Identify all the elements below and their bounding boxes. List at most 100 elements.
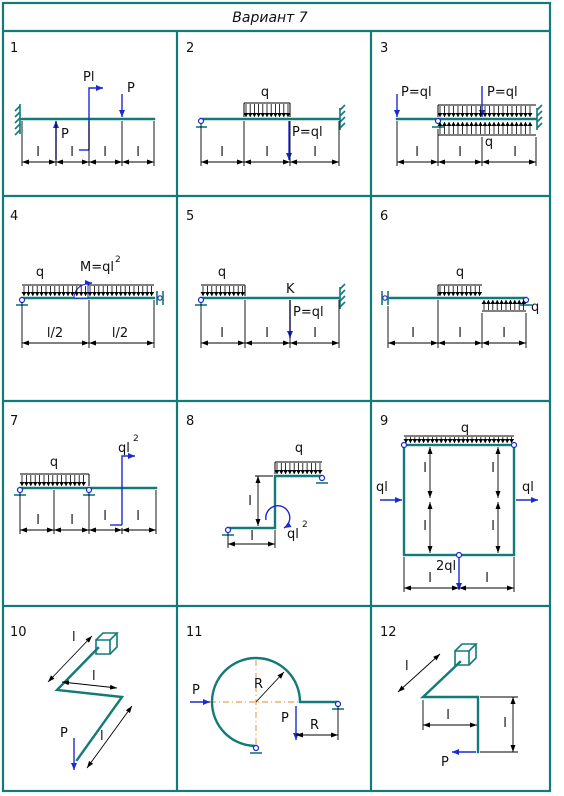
cell-number-10: 10 (10, 625, 27, 640)
cell-number-3: 3 (380, 41, 388, 56)
pin-support-left (196, 117, 207, 128)
load-label: q (50, 455, 58, 470)
scheme-11: P P R R (190, 656, 344, 754)
dim-label: l (491, 461, 495, 476)
load-arrow-row (21, 286, 155, 296)
radius-label-a: R (254, 677, 263, 692)
scheme-9: q ql ql 2ql l l l l l l (376, 421, 538, 592)
dim-label: l (502, 326, 506, 341)
load-arrow-row (437, 106, 533, 117)
load-arrow-row (200, 286, 246, 296)
fixed-support-right (339, 283, 346, 309)
moment-label: ql (118, 441, 130, 456)
dim-label: l (423, 461, 427, 476)
force-label-b: P (127, 81, 135, 96)
dim-label: l (265, 326, 269, 341)
moment-label: M=ql (80, 260, 114, 275)
force-label-right: P (281, 711, 289, 726)
dim-label: l (415, 145, 419, 160)
pin-support-bottom (250, 744, 262, 754)
load-arrow-row (19, 475, 87, 486)
dim-label: l (313, 326, 317, 341)
dim-label: l (136, 509, 140, 524)
cell-number-5: 5 (186, 209, 194, 224)
force-label-bottom: 2ql (436, 559, 456, 574)
pin-support-left (195, 296, 207, 306)
load-arrow-row (437, 286, 483, 296)
force-label-c: P (61, 127, 69, 142)
fixed-box-support (95, 632, 119, 655)
fixed-support-right (339, 104, 346, 130)
variant-title: Вариант 7 (232, 10, 308, 26)
fixed-support-right (536, 104, 543, 130)
force-label: P=ql (292, 125, 323, 140)
cell-number-6: 6 (380, 209, 388, 224)
cell-number-7: 7 (10, 414, 18, 429)
scheme-6: q q l l l (381, 265, 539, 348)
dim-label-a: l (72, 630, 76, 645)
moment-arc (265, 505, 292, 529)
moment-label: Pl (83, 70, 94, 85)
sheet-frame (1, 1, 552, 793)
cell-number-12: 12 (380, 625, 397, 640)
dim-label-c: l (503, 716, 507, 731)
dim-label-b: l (92, 669, 96, 684)
load-label: q (485, 135, 493, 150)
dim-label-b: l (446, 708, 450, 723)
load-arrow-row (437, 122, 533, 134)
scheme-8: q ql 2 l l (222, 441, 328, 548)
load-label: q (36, 265, 44, 280)
roller-support-left (381, 291, 389, 305)
dim-label: l (265, 145, 269, 160)
scheme-5: q K P=ql l l l (195, 265, 346, 348)
load-arrow-row (243, 104, 291, 117)
moment-exponent: 2 (302, 520, 308, 530)
moment-arrow (121, 453, 135, 525)
cell-number-4: 4 (10, 209, 18, 224)
load-label-a: q (456, 265, 464, 280)
cell-number-8: 8 (186, 414, 194, 429)
hinge-bottom (455, 551, 463, 559)
dim-label-horizontal: l (250, 529, 254, 544)
dim-label: l (220, 145, 224, 160)
scheme-4: q M=ql 2 l/2 l/2 (16, 255, 164, 348)
dim-label: l/2 (112, 326, 128, 341)
moment-label: ql (287, 527, 299, 542)
scheme-12: P l l l (397, 643, 518, 770)
load-arrow-row (274, 463, 323, 474)
dim-label: l (70, 513, 74, 528)
roller-support-right (156, 291, 164, 305)
hinge-top-left (400, 441, 408, 449)
dim-label-a: l (405, 659, 409, 674)
load-label: q (261, 85, 269, 100)
dim-label-c: l (100, 729, 104, 744)
force-label-right: ql (522, 480, 534, 495)
fixed-box-support (454, 643, 478, 666)
dim-label: l (411, 326, 415, 341)
cell-number-2: 2 (186, 41, 194, 56)
dim-label: l (513, 145, 517, 160)
dim-label: l (36, 513, 40, 528)
force-label-b: P=ql (487, 85, 518, 100)
dim-label: l (458, 326, 462, 341)
force-label: P (60, 726, 68, 741)
force-label-a: P=ql (401, 85, 432, 100)
dim-label: l (423, 519, 427, 534)
force-label-left: ql (376, 480, 388, 495)
load-arrow-row (403, 437, 515, 443)
load-label: q (461, 421, 469, 436)
load-label: q (218, 265, 226, 280)
radius-label-b: R (310, 718, 319, 733)
scheme-1: P Pl P l l l l (14, 70, 156, 166)
moment-exponent: 2 (133, 434, 139, 444)
dim-label: l (103, 145, 107, 160)
dim-label: l (485, 571, 489, 586)
cell-number-1: 1 (10, 41, 18, 56)
scheme-10: P l l l (47, 630, 133, 770)
dim-label: l (70, 145, 74, 160)
dim-label: l (136, 145, 140, 160)
force-label-left: P (192, 683, 200, 698)
fixed-support-left (14, 104, 21, 136)
dim-label: l (313, 145, 317, 160)
scheme-7: q ql 2 l l l l (14, 434, 158, 534)
